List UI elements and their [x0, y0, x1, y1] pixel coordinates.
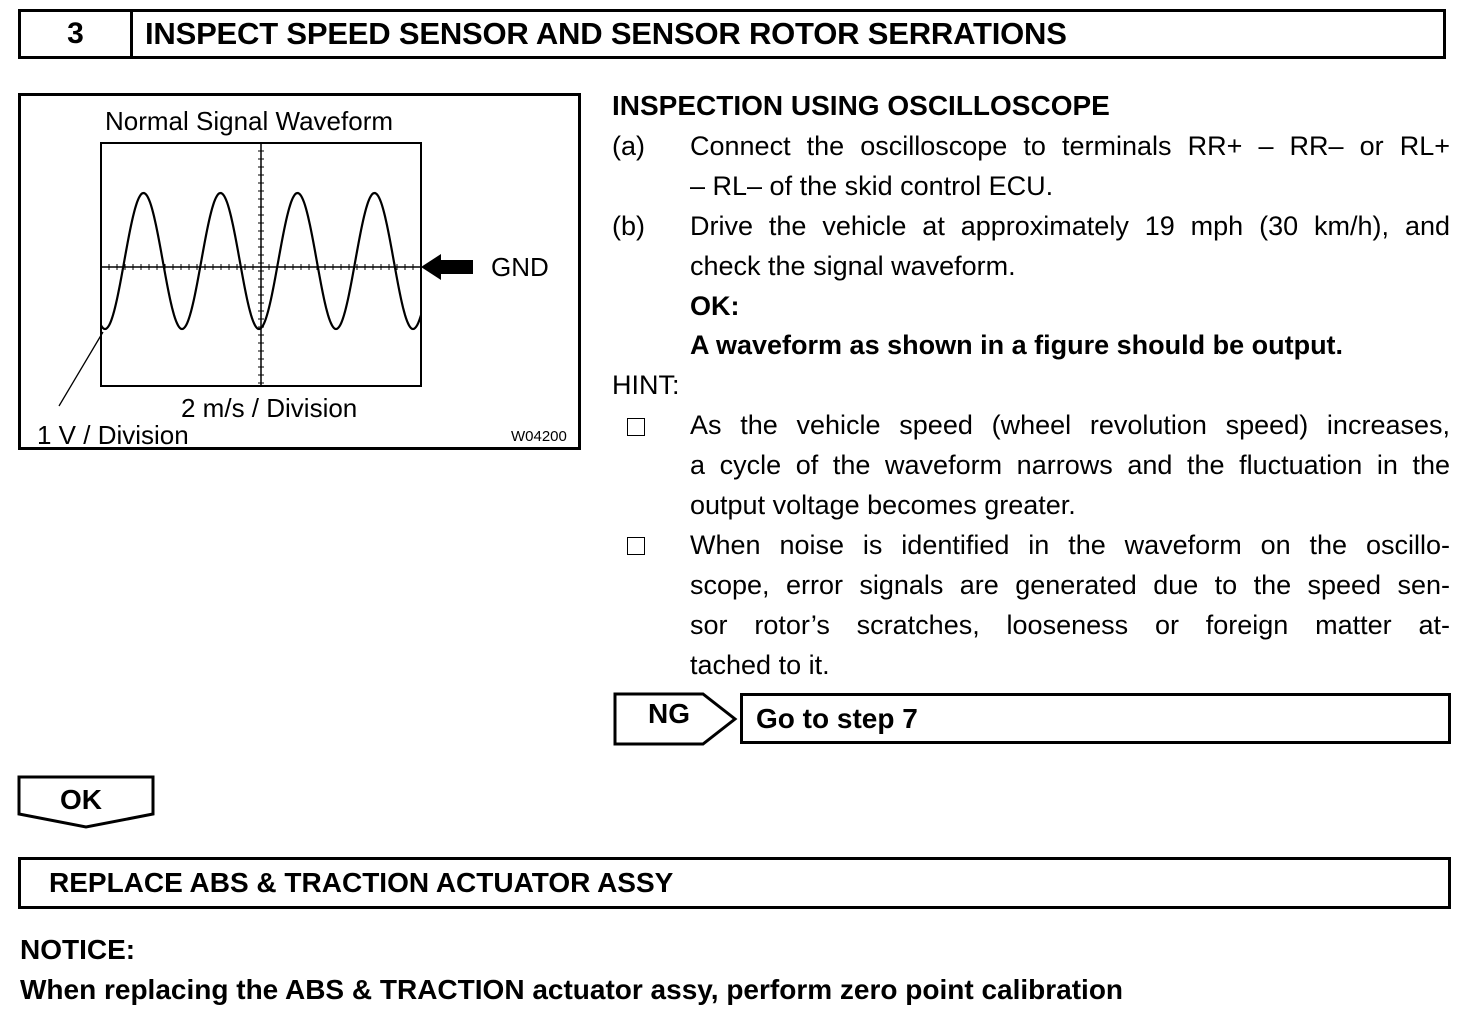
hint-1-line-1: As the vehicle speed (wheel revolution s… [690, 410, 1450, 440]
ng-goto-box: Go to step 7 [740, 693, 1451, 744]
ok-criteria-text: A waveform as shown in a figure should b… [690, 330, 1344, 360]
scope-ticks [100, 142, 422, 384]
figure-code: W04200 [511, 428, 567, 445]
hint-1-line-2: a cycle of the waveform narrows and the … [690, 450, 1450, 480]
hint-bullet-icon [627, 418, 645, 436]
gnd-label: GND [491, 252, 549, 282]
waveform-figure: Normal Signal Waveform GND 2 m/s / Divis… [18, 93, 581, 450]
notice-label: NOTICE: [20, 934, 136, 965]
ng-label: NG [648, 698, 690, 729]
ok-criteria-label: OK: [690, 291, 740, 321]
step-b-line-2: check the signal waveform. [690, 251, 1016, 281]
waveform-diagram [58, 142, 473, 407]
hint-2-line-1: When noise is identified in the waveform… [690, 530, 1450, 560]
x-scale-label: 2 m/s / Division [181, 393, 358, 423]
ng-arrow-icon [613, 692, 738, 746]
step-a-line-2: – RL– of the skid control ECU. [690, 171, 1054, 201]
hint-2-line-3: sor rotor’s scratches, looseness or fore… [690, 610, 1450, 640]
inspection-heading: INSPECTION USING OSCILLOSCOPE [612, 90, 1110, 121]
replace-step-title: REPLACE ABS & TRACTION ACTUATOR ASSY [49, 867, 674, 898]
step-b-marker: (b) [612, 211, 645, 241]
replace-step-box: REPLACE ABS & TRACTION ACTUATOR ASSY [18, 857, 1451, 909]
hint-2-line-2: scope, error signals are generated due t… [690, 570, 1450, 600]
step-number: 3 [21, 12, 133, 56]
hint-1-line-3: output voltage becomes greater. [690, 490, 1076, 520]
step-header: 3 INSPECT SPEED SENSOR AND SENSOR ROTOR … [18, 9, 1446, 59]
step-b-line-1: Drive the vehicle at approximately 19 mp… [690, 211, 1450, 241]
step-a-marker: (a) [612, 131, 645, 161]
figure-title: Normal Signal Waveform [105, 106, 394, 136]
ok-branch-label: OK [60, 784, 102, 815]
step-a-line-1: Connect the oscilloscope to terminals RR… [690, 131, 1450, 161]
hint-label: HINT: [612, 370, 680, 400]
signal-waveform [100, 191, 423, 331]
ng-goto-text: Go to step 7 [756, 702, 918, 734]
hint-2-line-4: tached to it. [690, 650, 830, 680]
gnd-arrow-icon [421, 254, 473, 280]
notice-text: When replacing the ABS & TRACTION actuat… [20, 974, 1124, 1005]
hint-bullet-icon [627, 537, 645, 555]
step-title: INSPECT SPEED SENSOR AND SENSOR ROTOR SE… [145, 16, 1067, 51]
scale-leader-line [58, 331, 104, 407]
ok-arrow-icon [17, 775, 155, 829]
y-scale-label: 1 V / Division [37, 420, 189, 450]
